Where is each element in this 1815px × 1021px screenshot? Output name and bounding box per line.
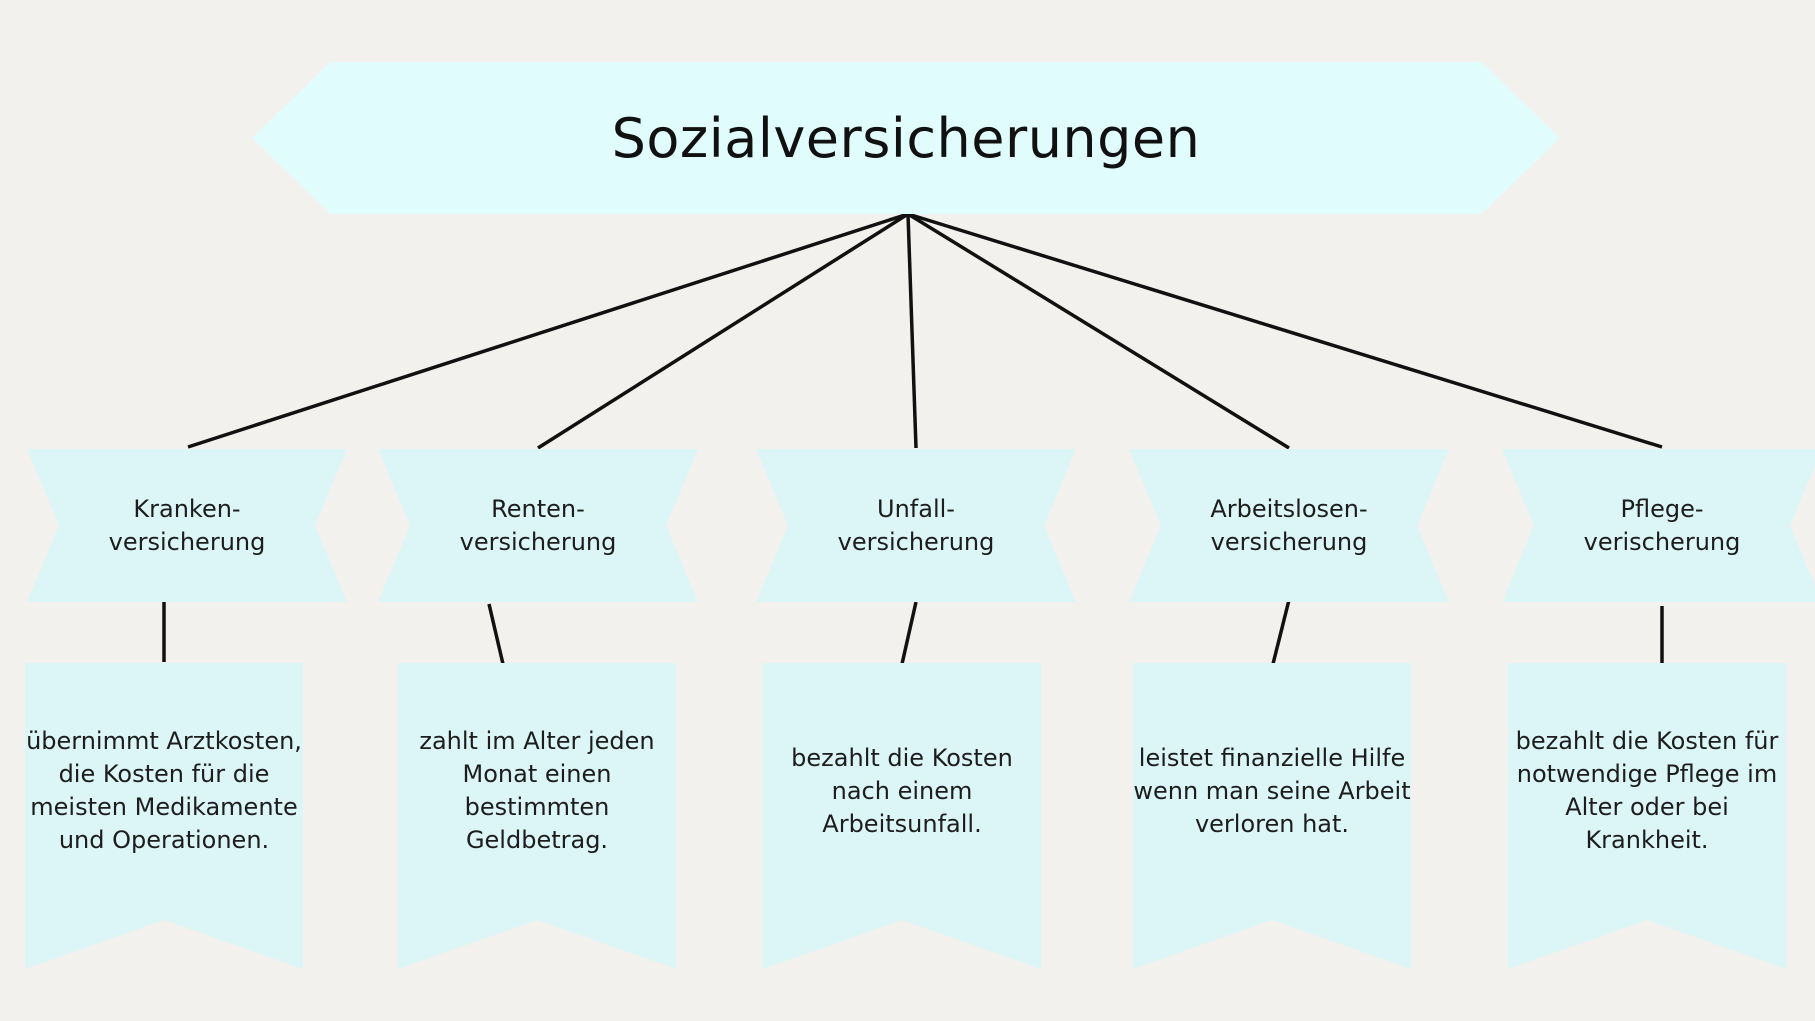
type-banner-kranken: Kranken- versicherung	[27, 449, 347, 602]
desc-text-pflege: bezahlt die Kosten für notwendige Pflege…	[1515, 727, 1779, 854]
type-banner-renten: Renten- versicherung	[378, 449, 698, 602]
type-banner-pflege: Pflege- verischerung	[1502, 449, 1815, 602]
connector-title-unfall	[906, 213, 918, 449]
type-label-kranken: Kranken- versicherung	[108, 494, 266, 556]
connector-title-renten	[537, 212, 909, 450]
connector-title-pflege	[907, 212, 1663, 449]
desc-banner-renten: zahlt im Alter jeden Monat einen bestimm…	[398, 663, 676, 969]
desc-text-arbeitslosen: leistet finanzielle Hilfe wenn man seine…	[1133, 743, 1411, 838]
type-label-renten: Renten- versicherung	[459, 494, 617, 556]
title-banner: Sozialversicherungen	[252, 62, 1560, 214]
type-label-arbeitslosen: Arbeitslosen- versicherung	[1210, 494, 1368, 556]
connector-arbeitslosen-desc	[1271, 599, 1291, 665]
connector-unfall-desc	[900, 601, 918, 665]
type-banner-arbeitslosen: Arbeitslosen- versicherung	[1129, 449, 1449, 602]
desc-banner-pflege: bezahlt die Kosten für notwendige Pflege…	[1508, 663, 1786, 969]
connector-title-kranken	[187, 212, 909, 449]
type-label-unfall: Unfall- versicherung	[837, 494, 995, 556]
type-label-pflege: Pflege- verischerung	[1583, 494, 1741, 556]
type-banner-unfall: Unfall- versicherung	[756, 449, 1076, 602]
desc-text-kranken: übernimmt Arztkosten, die Kosten für die…	[26, 727, 302, 854]
desc-banner-unfall: bezahlt die Kosten nach einem Arbeitsunf…	[763, 663, 1041, 969]
desc-text-renten: zahlt im Alter jeden Monat einen bestimm…	[419, 727, 655, 854]
desc-banner-arbeitslosen: leistet finanzielle Hilfe wenn man seine…	[1133, 663, 1411, 969]
connector-title-arbeitslosen	[907, 212, 1290, 450]
desc-text-unfall: bezahlt die Kosten nach einem Arbeitsunf…	[791, 743, 1013, 838]
desc-banner-kranken: übernimmt Arztkosten, die Kosten für die…	[25, 663, 303, 969]
connector-renten-desc	[487, 603, 505, 665]
diagram-title: Sozialversicherungen	[611, 106, 1201, 170]
